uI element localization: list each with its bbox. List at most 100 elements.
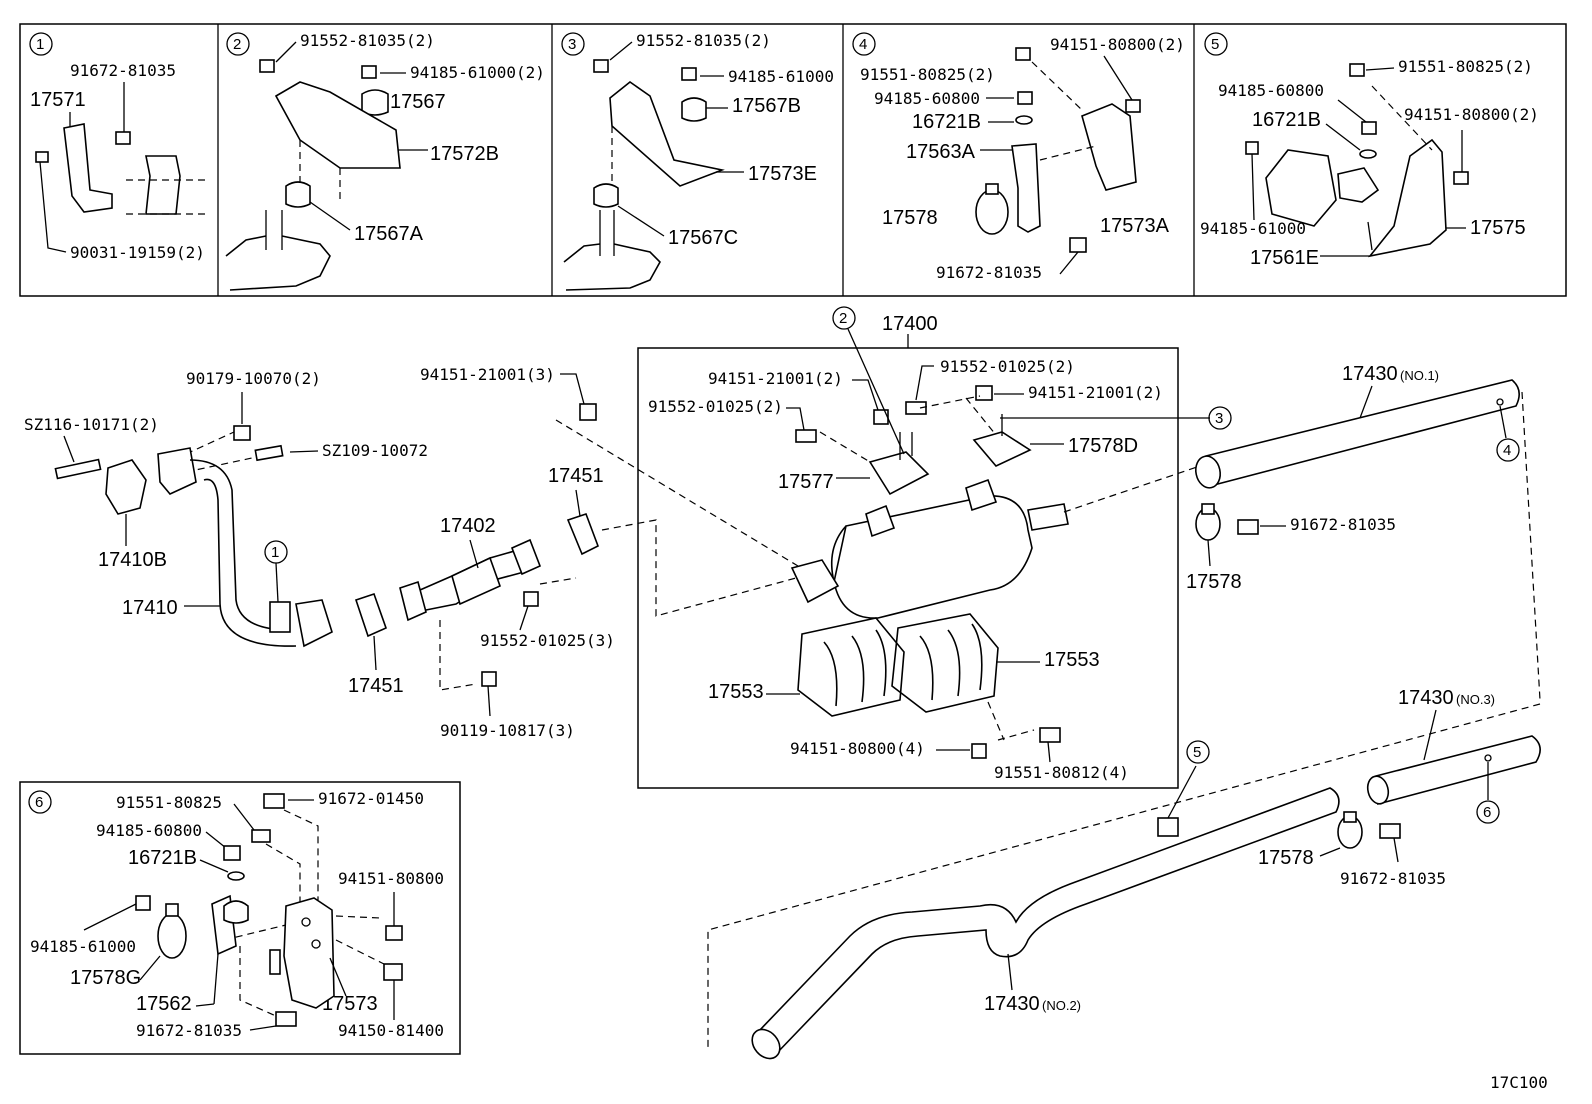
part-number: 17430 xyxy=(1342,363,1398,385)
nut-icon xyxy=(233,425,251,441)
part-number: 91552-81035(2) xyxy=(300,31,435,50)
part-number: 17451 xyxy=(548,465,604,487)
part-number: 91552-01025(3) xyxy=(480,631,615,650)
bolt-icon xyxy=(523,591,539,607)
part-number: 94185-61000 xyxy=(30,937,136,956)
svg-text:6: 6 xyxy=(35,794,43,811)
nut-icon xyxy=(1453,171,1469,185)
part-number: 90031-19159(2) xyxy=(70,243,205,262)
stud-bolt xyxy=(269,949,281,975)
part-number: 17573A xyxy=(1100,215,1170,237)
part-number: 17567C xyxy=(668,227,738,249)
nut-icon xyxy=(971,743,987,759)
section-marker-4-callout: 4 xyxy=(1496,438,1520,462)
section-marker-6-callout: 6 xyxy=(1476,800,1500,824)
front-pipe-17410 xyxy=(189,459,297,647)
section-marker-3-callout: 3 xyxy=(1208,406,1232,430)
nut-icon xyxy=(383,963,403,981)
clamp-tab xyxy=(1343,811,1357,823)
washer-icon xyxy=(1015,115,1033,125)
bracket-17563A xyxy=(1011,143,1041,233)
nut-icon xyxy=(975,385,993,401)
clamp-tab xyxy=(1201,503,1215,515)
bolt-icon xyxy=(1379,823,1401,839)
part-number: 90179-10070(2) xyxy=(186,369,321,388)
rubber-mount xyxy=(593,183,619,208)
rubber-mount xyxy=(681,97,707,122)
detail-box-3: 3 91552-81035(2) 94185-61000 17567B 1757… xyxy=(561,31,834,291)
pipe-clamp xyxy=(145,155,181,215)
part-number: 94185-61000 xyxy=(1200,219,1306,238)
bracket-17573E xyxy=(609,81,725,187)
part-number: 91672-01450 xyxy=(318,789,424,808)
nut-icon xyxy=(223,845,241,861)
part-number: 17567 xyxy=(390,91,446,113)
exhaust-pipe-outline xyxy=(1265,149,1337,227)
part-number: 17578D xyxy=(1068,435,1138,457)
detail-box-6: 6 91551-80825 91672-01450 94185-60800 16… xyxy=(28,789,444,1040)
muffler-body xyxy=(833,495,1033,619)
nut-icon xyxy=(1125,99,1141,113)
part-number: 17577 xyxy=(778,471,834,493)
part-number: 91672-81035 xyxy=(936,263,1042,282)
bolt-icon xyxy=(593,59,609,73)
part-number: 94185-61000(2) xyxy=(410,63,545,82)
bolt-icon xyxy=(259,59,275,73)
bracket-17573A xyxy=(1081,103,1137,191)
detail-box-5: 5 91551-80825(2) 94185-60800 16721B 9415… xyxy=(1200,32,1539,269)
gasket-17410B xyxy=(105,459,147,515)
part-number: 91552-81035(2) xyxy=(636,31,771,50)
tail-pipe-no3 xyxy=(1375,735,1541,806)
part-number: 91552-01025(2) xyxy=(648,397,783,416)
part-number: 94151-80800(2) xyxy=(1404,105,1539,124)
part-number: 17430 xyxy=(1398,687,1454,709)
washer-icon xyxy=(227,871,245,881)
bolt-icon xyxy=(35,151,49,163)
clamp-tab xyxy=(985,183,999,195)
section-marker-5-callout: 5 xyxy=(1186,740,1210,764)
part-number: 17562 xyxy=(136,993,192,1015)
part-number: 90119-10817(3) xyxy=(440,721,575,740)
pipe-clamp xyxy=(157,913,187,959)
part-number: 91551-80825(2) xyxy=(1398,57,1533,76)
muffler-hanger xyxy=(965,478,998,512)
bolt-icon xyxy=(1237,519,1259,535)
part-number: 94151-21001(2) xyxy=(1028,383,1163,402)
muffler-outlet xyxy=(1027,503,1069,531)
pipe-clamp xyxy=(975,189,1009,235)
part-number: 91551-80812(4) xyxy=(994,763,1129,782)
bracket-17578D xyxy=(972,431,1032,467)
gasket-17451 xyxy=(566,512,600,556)
bolt-icon xyxy=(263,793,285,809)
part-number: 17578 xyxy=(1186,571,1242,593)
part-number: 17561E xyxy=(1250,247,1319,269)
section-marker-1: 1 xyxy=(29,32,53,56)
rubber-mount xyxy=(285,181,311,208)
nut-icon xyxy=(361,65,377,79)
detail-strip-frame xyxy=(19,23,1567,297)
part-number: SZ116-10171(2) xyxy=(24,415,159,434)
part-number: 17573 xyxy=(322,993,378,1015)
part-number: 17578G xyxy=(70,967,141,989)
part-number: 91672-81035 xyxy=(70,61,176,80)
part-number: SZ109-10072 xyxy=(322,441,428,460)
svg-text:1: 1 xyxy=(271,544,279,561)
part-number: 94150-81400 xyxy=(338,1021,444,1040)
bracket-17575 xyxy=(1368,138,1447,258)
part-number: 17567A xyxy=(354,223,424,245)
hanger-bracket xyxy=(63,123,113,213)
bracket-17573 xyxy=(283,897,335,1009)
section-marker-5: 5 xyxy=(1204,32,1228,56)
svg-text:2: 2 xyxy=(839,310,847,327)
bolt-icon xyxy=(1039,727,1061,743)
part-number: 17410 xyxy=(122,597,178,619)
nut-icon xyxy=(1361,121,1377,135)
bolt-icon xyxy=(254,444,284,462)
part-number: 91672-81035 xyxy=(1340,869,1446,888)
section-marker-2: 2 xyxy=(226,32,250,56)
part-number: 16721B xyxy=(128,847,197,869)
gasket-17451 xyxy=(354,592,388,638)
part-number: 17402 xyxy=(440,515,496,537)
